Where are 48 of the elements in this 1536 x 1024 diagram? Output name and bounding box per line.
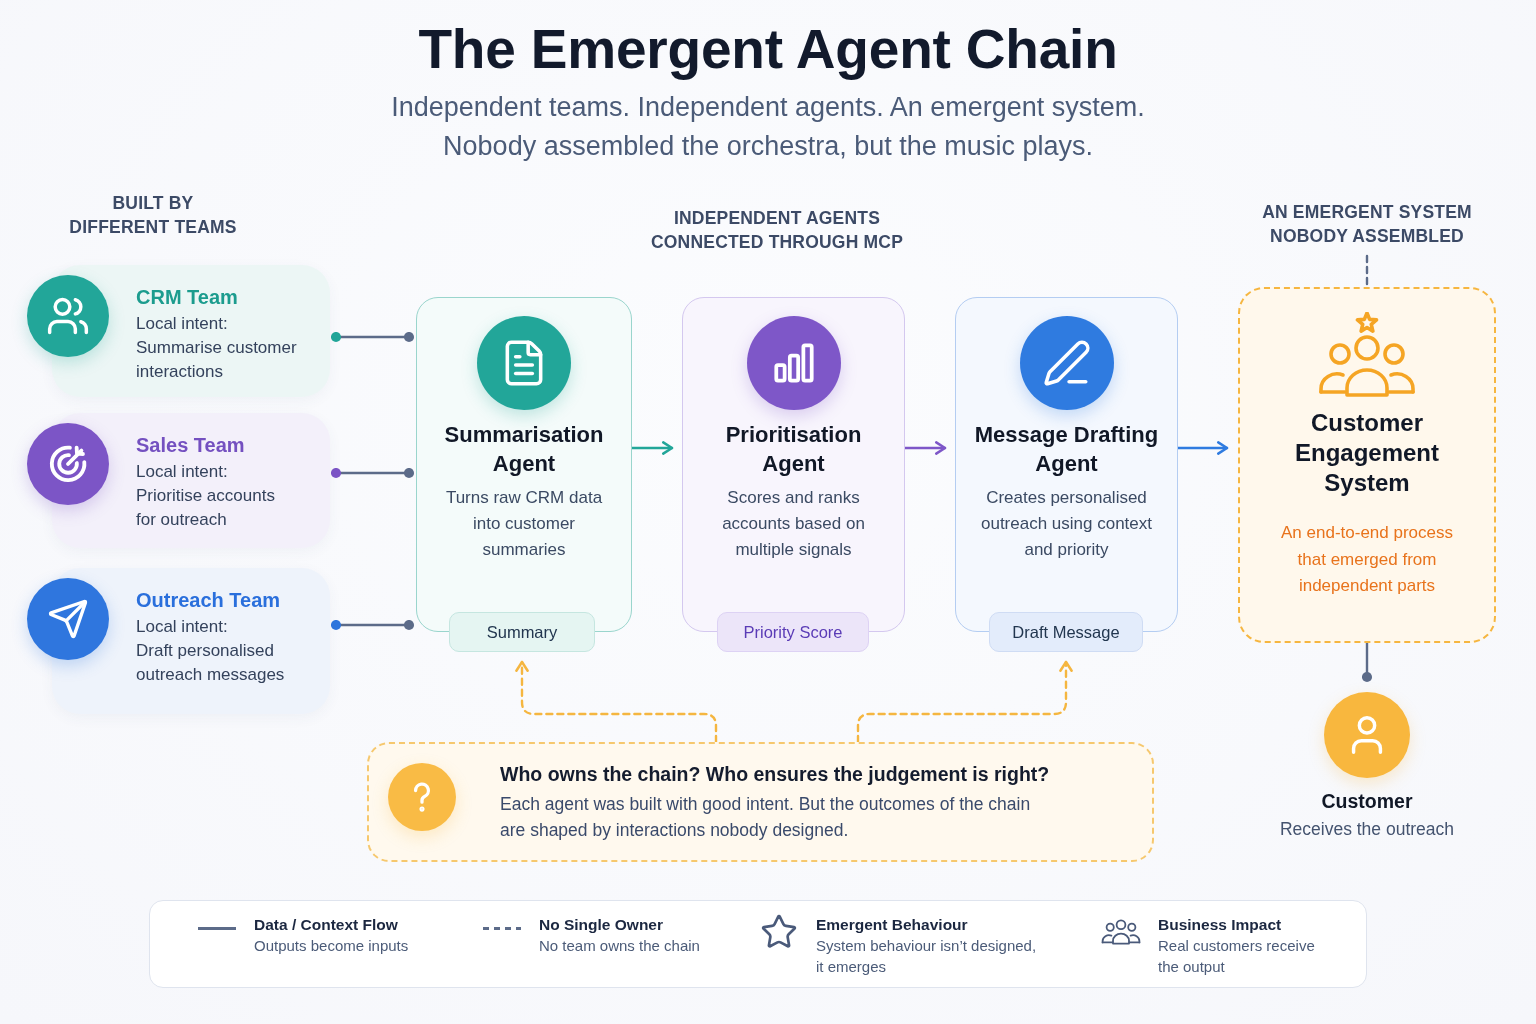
legend-description: Outputs become inputs xyxy=(254,936,410,956)
connector-line xyxy=(330,619,415,631)
dashed-arrow xyxy=(856,660,1073,744)
connector-line xyxy=(1361,641,1373,683)
output-tag: Priority Score xyxy=(717,612,869,652)
callout-heading: Who owns the chain? Who ensures the judgement is right? xyxy=(500,762,1051,787)
intent-text: Summarise customer interactions xyxy=(136,337,298,383)
question-callout xyxy=(367,742,1154,862)
intent-text: Prioritise accounts for outreach xyxy=(136,485,276,531)
subtitle: Independent teams. Independent agents. An emergent system. Nobody assembled the orchestra, but the music plays. xyxy=(390,91,1146,163)
team-name: Outreach Team xyxy=(136,588,282,613)
intent-label: Local intent: xyxy=(136,616,229,638)
agent-description: Creates personalised outreach using context and priority xyxy=(979,487,1154,561)
agent-name: Prioritisation Agent xyxy=(724,421,863,478)
arrow xyxy=(630,441,674,455)
legend-description: Real customers receive the output xyxy=(1158,936,1316,977)
arrow xyxy=(903,441,947,455)
system-card xyxy=(1238,287,1496,643)
legend-description: No team owns the chain xyxy=(539,936,701,956)
agent-description: Scores and ranks accounts based on multiple signals xyxy=(721,487,866,561)
section-heading: BUILT BY DIFFERENT TEAMS xyxy=(68,192,238,239)
team-name: Sales Team xyxy=(136,433,246,458)
title: The Emergent Agent Chain xyxy=(417,17,1119,82)
callout-text: Each agent was built with good intent. But the outcomes of the chain are shaped by interactions nobody designed. xyxy=(500,793,1032,842)
intent-label: Local intent: xyxy=(136,313,229,335)
dashed-arrow xyxy=(515,660,718,744)
section-heading: INDEPENDENT AGENTS CONNECTED THROUGH MCP xyxy=(649,207,905,254)
agent-description: Turns raw CRM data into customer summaries xyxy=(444,487,604,561)
legend-label: Business Impact xyxy=(1158,915,1283,935)
customer-name: Customer xyxy=(1321,789,1413,813)
system-description: An end-to-end process that emerged from independent parts xyxy=(1280,522,1454,597)
system-name: Customer Engagement System xyxy=(1294,408,1440,498)
connector-line xyxy=(330,467,415,479)
legend-label: Data / Context Flow xyxy=(254,915,399,935)
team-name: CRM Team xyxy=(136,285,239,310)
legend-label: No Single Owner xyxy=(539,915,664,935)
output-tag: Draft Message xyxy=(989,612,1143,652)
intent-text: Draft personalised outreach messages xyxy=(136,640,286,686)
agent-name: Summarisation Agent xyxy=(443,421,605,478)
legend-label: Emergent Behaviour xyxy=(816,915,969,935)
output-tag: Summary xyxy=(449,612,595,652)
connector-line xyxy=(330,331,415,343)
arrow xyxy=(1176,441,1229,455)
legend-description: System behaviour isn’t designed, it emerges xyxy=(816,936,1038,977)
agent-name: Message Drafting Agent xyxy=(973,421,1160,478)
customer-description: Receives the outreach xyxy=(1279,818,1455,841)
intent-label: Local intent: xyxy=(136,461,229,483)
section-heading: AN EMERGENT SYSTEM NOBODY ASSEMBLED xyxy=(1240,200,1494,248)
